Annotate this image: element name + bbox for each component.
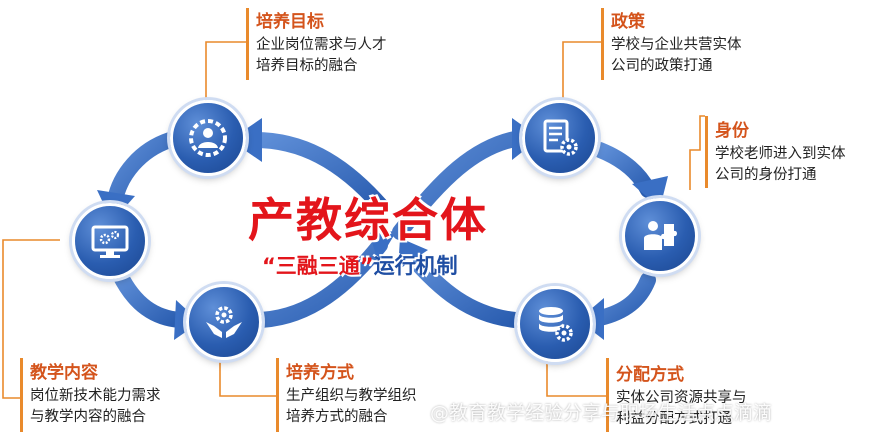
connector-talent-goal: [205, 41, 246, 102]
center-title: 产教综合体: [248, 193, 488, 247]
center-subtitle-rest: 运行机制: [373, 254, 458, 278]
teaching-title: 教学内容: [30, 363, 98, 383]
monitor-gears-icon: [72, 203, 148, 279]
policy-title: 政策: [611, 12, 645, 32]
connector-identity: [689, 115, 705, 190]
connector-distribution: [546, 345, 606, 397]
training-mode-line-2: 培养方式的融合: [286, 409, 388, 425]
policy-line-2: 公司的政策打通: [611, 58, 713, 74]
distribution-desc: 实体公司资源共享与 利益分配方式打通: [616, 388, 747, 430]
arrowhead-right-bottom: [398, 238, 428, 270]
loop-arrow-right-bottom: [402, 247, 523, 328]
identity-desc: 学校老师进入到实体 公司的身份打通: [715, 144, 846, 186]
connector-training-mode: [219, 345, 276, 397]
loop-arrow-left-upper: [107, 132, 178, 208]
teaching-line-2: 与教学内容的融合: [30, 409, 146, 425]
loop-arrow-right-lower: [592, 272, 656, 326]
database-gear-icon: [517, 286, 593, 362]
distribution-title: 分配方式: [616, 365, 684, 385]
connector-policy: [562, 41, 601, 100]
loop-arrow-right-top: [392, 130, 528, 240]
distribution-line-2: 利益分配方式打通: [616, 411, 732, 427]
arrowhead-left-top: [230, 118, 262, 162]
talent-goal-title: 培养目标: [256, 12, 324, 32]
hands-gear-icon: [186, 284, 262, 360]
loop-arrow-left-top: [247, 132, 388, 213]
watermark: @教育教学经验分享与职场生活点点滴滴: [430, 402, 773, 424]
center-subtitle-quoted: “三融三通”: [262, 254, 374, 278]
training-mode-desc: 生产组织与教学组织 培养方式的融合: [286, 386, 417, 428]
training-mode-line-1: 生产组织与教学组织: [286, 388, 417, 404]
loop-arrow-left-bottom: [247, 237, 388, 328]
teaching-desc: 岗位新技术能力需求 与教学内容的融合: [30, 386, 161, 428]
talent-goal-line-2: 培养目标的融合: [256, 58, 358, 74]
loop-arrow-left-lower: [112, 267, 188, 328]
identity-line-1: 学校老师进入到实体: [715, 146, 846, 162]
center-subtitle: “三融三通”运行机制: [262, 250, 458, 280]
identity-title: 身份: [715, 121, 749, 141]
document-gear-icon: [522, 100, 598, 176]
connector-teaching: [2, 239, 60, 399]
distribution-line-1: 实体公司资源共享与: [616, 390, 747, 406]
person-puzzle-icon: [622, 198, 698, 274]
identity-line-2: 公司的身份打通: [715, 167, 817, 183]
training-mode-title: 培养方式: [286, 363, 354, 383]
policy-line-1: 学校与企业共营实体: [611, 37, 742, 53]
talent-goal-line-1: 企业岗位需求与人才: [256, 37, 387, 53]
arrowhead-left-bottom: [368, 228, 396, 262]
talent-goal-desc: 企业岗位需求与人才 培养目标的融合: [256, 35, 387, 77]
teaching-line-1: 岗位新技术能力需求: [30, 388, 161, 404]
people-gear-icon: [170, 100, 246, 176]
policy-desc: 学校与企业共营实体 公司的政策打通: [611, 35, 742, 77]
